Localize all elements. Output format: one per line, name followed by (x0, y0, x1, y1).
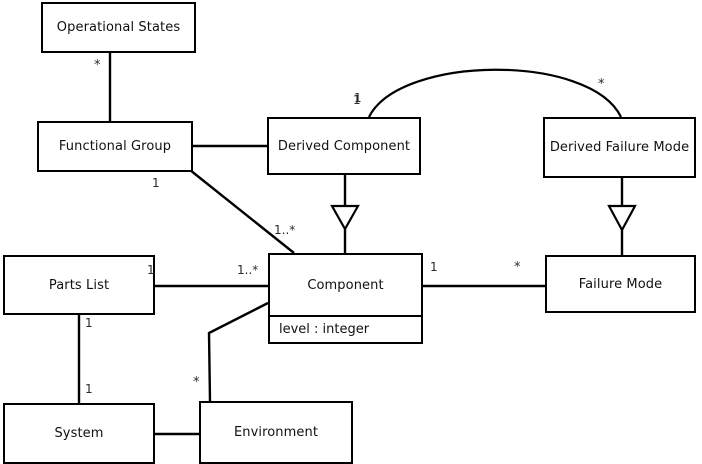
class-box-component[interactable]: Component level : integer (268, 253, 423, 344)
class-name-operational-states: Operational States (56, 20, 181, 35)
class-box-environment[interactable]: Environment (199, 401, 353, 464)
multiplicity-functional-group-component-far: 1..* (274, 223, 296, 237)
multiplicity-component-failure-mode-near: 1 (430, 260, 438, 274)
class-box-derived-failure-mode[interactable]: Derived Failure Mode (543, 117, 696, 178)
class-name-environment: Environment (233, 425, 319, 440)
class-box-system[interactable]: System (3, 403, 155, 464)
multiplicity-functional-group-component-near: 1 (152, 176, 160, 190)
class-attribute-component-level: level : integer (270, 315, 421, 342)
connector-environment-component (207, 301, 269, 402)
connector-functional-group-component (189, 169, 295, 254)
generalization-triangle-derived-component (330, 204, 360, 232)
multiplicity-parts-list-component-far: 1..* (237, 263, 259, 277)
class-box-derived-component[interactable]: Derived Component (267, 117, 421, 175)
class-name-parts-list: Parts List (48, 277, 110, 293)
multiplicity-derived-failure-mode-arc-end: * (598, 77, 605, 92)
generalization-triangle-derived-failure-mode (607, 204, 637, 233)
class-box-functional-group[interactable]: Functional Group (37, 121, 193, 172)
multiplicity-parts-list-system-top: 1 (85, 316, 93, 330)
multiplicity-derived-component-arc-start-label: 1 (354, 91, 362, 105)
class-name-derived-component: Derived Component (277, 138, 411, 154)
class-box-failure-mode[interactable]: Failure Mode (545, 255, 696, 313)
multiplicity-functional-group-derived-component: 1 (353, 93, 361, 107)
class-name-system: System (54, 426, 104, 441)
multiplicity-parts-list-system-bottom: 1 (85, 382, 93, 396)
multiplicity-component-failure-mode-far: * (514, 260, 521, 275)
multiplicity-parts-list-component-near: 1 (147, 263, 155, 277)
class-box-operational-states[interactable]: Operational States (41, 2, 196, 53)
class-name-functional-group: Functional Group (58, 139, 172, 154)
class-name-failure-mode: Failure Mode (578, 276, 663, 292)
class-name-derived-failure-mode: Derived Failure Mode (549, 140, 690, 155)
class-box-parts-list[interactable]: Parts List (3, 255, 155, 315)
class-name-component: Component (307, 277, 384, 293)
multiplicity-operational-states-functional-group: * (94, 58, 101, 73)
multiplicity-environment-component: * (193, 375, 200, 390)
connector-derived-component-derived-failure-mode-arc (368, 68, 622, 118)
